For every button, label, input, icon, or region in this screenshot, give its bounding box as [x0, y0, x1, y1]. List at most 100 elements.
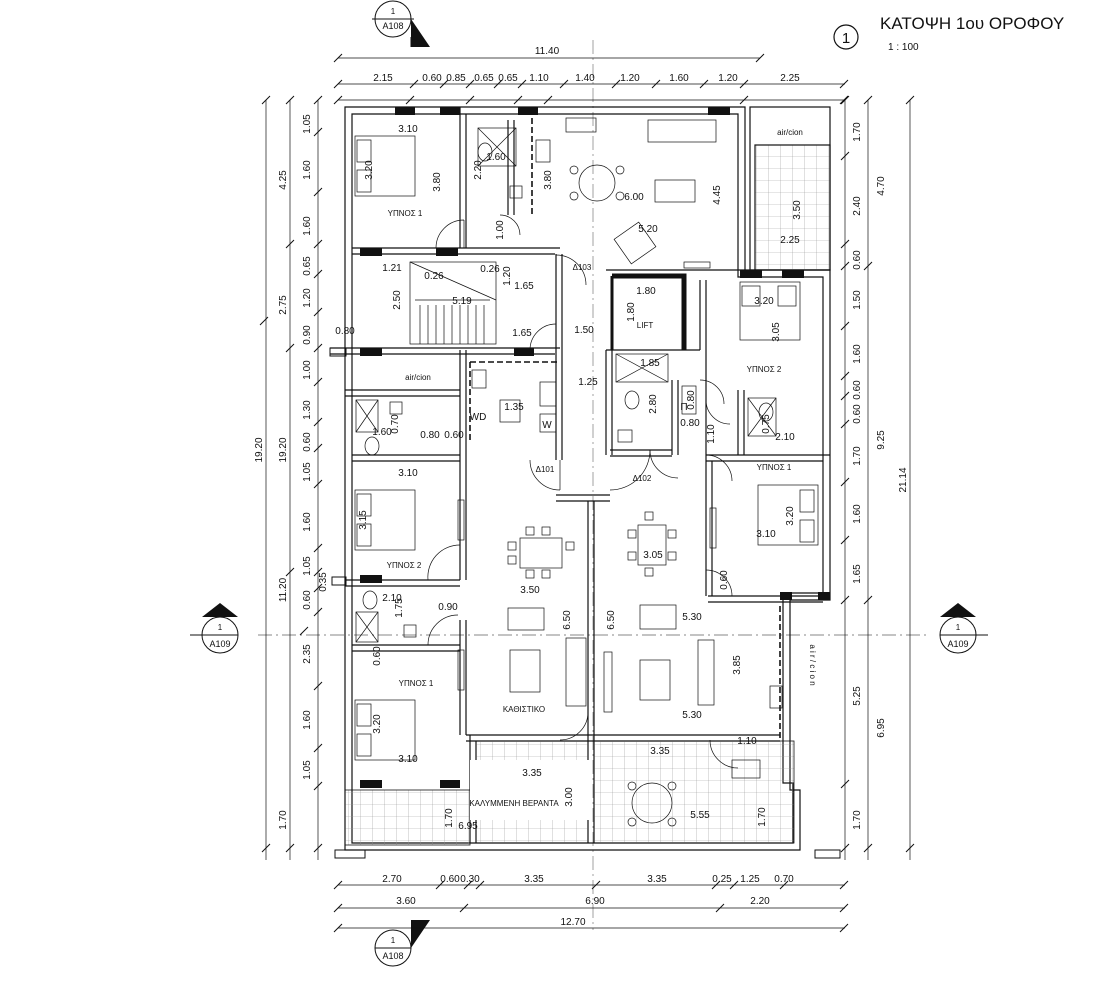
svg-text:5.25: 5.25 — [852, 686, 863, 706]
svg-text:11.40: 11.40 — [535, 46, 560, 57]
lift-shaft: LIFT — [610, 273, 687, 350]
svg-text:3.05: 3.05 — [643, 550, 663, 561]
svg-text:3.05: 3.05 — [771, 322, 782, 342]
kitchen-cabinets — [469, 118, 781, 740]
svg-text:3.10: 3.10 — [398, 124, 418, 135]
svg-text:6.50: 6.50 — [606, 610, 617, 630]
svg-text:0.90: 0.90 — [302, 325, 313, 345]
svg-text:A109: A109 — [209, 639, 230, 649]
svg-text:2.50: 2.50 — [392, 290, 403, 310]
bed-icon — [757, 484, 819, 546]
svg-text:6.95: 6.95 — [458, 821, 478, 832]
svg-text:3.10: 3.10 — [756, 529, 776, 540]
room-bed-1-left: ΥΠΝΟΣ 1 — [399, 679, 434, 688]
svg-text:21.14: 21.14 — [898, 467, 909, 492]
bed-icon — [354, 135, 416, 197]
svg-text:2.20: 2.20 — [473, 160, 484, 180]
svg-text:3.15: 3.15 — [358, 510, 369, 530]
svg-text:1.60: 1.60 — [486, 152, 506, 163]
svg-text:0.60: 0.60 — [372, 646, 383, 666]
svg-text:1.20: 1.20 — [620, 73, 640, 84]
sink-icon — [565, 117, 597, 133]
svg-text:0.80: 0.80 — [680, 418, 700, 429]
svg-text:12.70: 12.70 — [560, 917, 585, 928]
drawing-number: 1 — [842, 30, 850, 47]
svg-text:1.60: 1.60 — [302, 512, 313, 532]
door-tags: Δ103 Δ101 Δ102 — [536, 263, 652, 483]
svg-text:1.05: 1.05 — [302, 556, 313, 576]
interior-dimensions: 3.10 3.20 3.80 1.60 2.20 3.80 6.00 4.45 … — [358, 124, 803, 832]
svg-text:9.25: 9.25 — [876, 430, 887, 450]
svg-text:6.95: 6.95 — [876, 718, 887, 738]
bed-icon — [354, 489, 416, 551]
svg-text:1.20: 1.20 — [502, 266, 513, 286]
svg-text:5.19: 5.19 — [452, 296, 472, 307]
svg-text:0.26: 0.26 — [424, 271, 444, 282]
section-marker-bottom: 1 A108 — [374, 920, 430, 967]
svg-text:3.80: 3.80 — [543, 170, 554, 190]
svg-text:2.10: 2.10 — [775, 432, 795, 443]
svg-text:0.60: 0.60 — [422, 73, 442, 84]
svg-text:1.20: 1.20 — [718, 73, 738, 84]
svg-text:3.00: 3.00 — [564, 787, 575, 807]
svg-text:1.00: 1.00 — [495, 220, 506, 240]
room-aircon-right: a i r / c i o n — [808, 644, 817, 685]
bed-icon — [354, 699, 416, 761]
svg-text:1.50: 1.50 — [852, 290, 863, 310]
svg-text:3.50: 3.50 — [792, 200, 803, 220]
svg-text:2.75: 2.75 — [278, 295, 289, 315]
svg-text:0.60: 0.60 — [302, 432, 313, 452]
svg-text:2.25: 2.25 — [780, 73, 800, 84]
svg-text:0.80: 0.80 — [686, 390, 697, 410]
svg-text:0.70: 0.70 — [774, 874, 794, 885]
dimension-lines — [265, 57, 911, 929]
svg-text:19.20: 19.20 — [278, 437, 289, 462]
bottom-dimensions: 2.70 0.60 0.30 3.35 3.35 0.25 1.25 0.70 … — [382, 874, 794, 928]
columns — [360, 107, 830, 788]
dining-table-top — [578, 164, 616, 202]
svg-text:3.20: 3.20 — [372, 714, 383, 734]
svg-text:0.75: 0.75 — [761, 414, 772, 434]
room-aircon-top: air/cion — [777, 128, 803, 137]
veranda-table — [631, 782, 673, 824]
plan-scale: 1 : 100 — [888, 42, 919, 53]
svg-text:3.20: 3.20 — [785, 506, 796, 526]
bed-icon — [739, 281, 801, 341]
section-marker-right: 1 A109 — [939, 603, 988, 654]
svg-text:3.60: 3.60 — [396, 896, 416, 907]
svg-text:19.20: 19.20 — [254, 437, 265, 462]
svg-text:0.60: 0.60 — [444, 430, 464, 441]
svg-text:1: 1 — [391, 7, 396, 16]
svg-text:1.10: 1.10 — [529, 73, 549, 84]
svg-text:1.70: 1.70 — [757, 807, 768, 827]
top-dimensions: 11.40 2.15 0.60 0.85 0.65 0.65 1.10 1.40… — [373, 46, 800, 84]
svg-text:0.26: 0.26 — [480, 264, 500, 275]
plan-title: ΚΑΤΟΨΗ 1ου ΟΡΟΦΟΥ — [880, 14, 1064, 33]
svg-text:1.05: 1.05 — [302, 760, 313, 780]
veranda-label: ΚΑΛΥΜΜΕΝΗ ΒΕΡΑΝΤΑ — [469, 799, 559, 808]
drawing-number-circle — [833, 24, 859, 50]
svg-text:0.70: 0.70 — [390, 414, 401, 434]
svg-text:0.35: 0.35 — [318, 572, 329, 592]
svg-text:3.10: 3.10 — [398, 754, 418, 765]
svg-text:3.35: 3.35 — [647, 874, 667, 885]
svg-text:0.65: 0.65 — [302, 256, 313, 276]
svg-text:1.05: 1.05 — [302, 462, 313, 482]
room-labels: ΥΠΝΟΣ 1 ΥΠΝΟΣ 2 ΥΠΝΟΣ 1 ΥΠΝΟΣ 2 ΥΠΝΟΣ 1 … — [387, 128, 817, 714]
svg-text:1.25: 1.25 — [740, 874, 760, 885]
svg-text:6.50: 6.50 — [562, 610, 573, 630]
stove-icon — [769, 685, 783, 709]
svg-text:A108: A108 — [382, 21, 403, 31]
svg-text:2.70: 2.70 — [382, 874, 402, 885]
svg-text:1: 1 — [218, 623, 223, 632]
svg-text:1.21: 1.21 — [382, 263, 402, 274]
svg-text:5.30: 5.30 — [682, 612, 702, 623]
svg-text:1.60: 1.60 — [302, 710, 313, 730]
svg-text:1.80: 1.80 — [626, 302, 637, 322]
svg-text:5.30: 5.30 — [682, 710, 702, 721]
staircase — [409, 261, 497, 345]
room-bed-1-right: ΥΠΝΟΣ 1 — [757, 463, 792, 472]
svg-text:A108: A108 — [382, 951, 403, 961]
svg-text:1.60: 1.60 — [302, 216, 313, 236]
